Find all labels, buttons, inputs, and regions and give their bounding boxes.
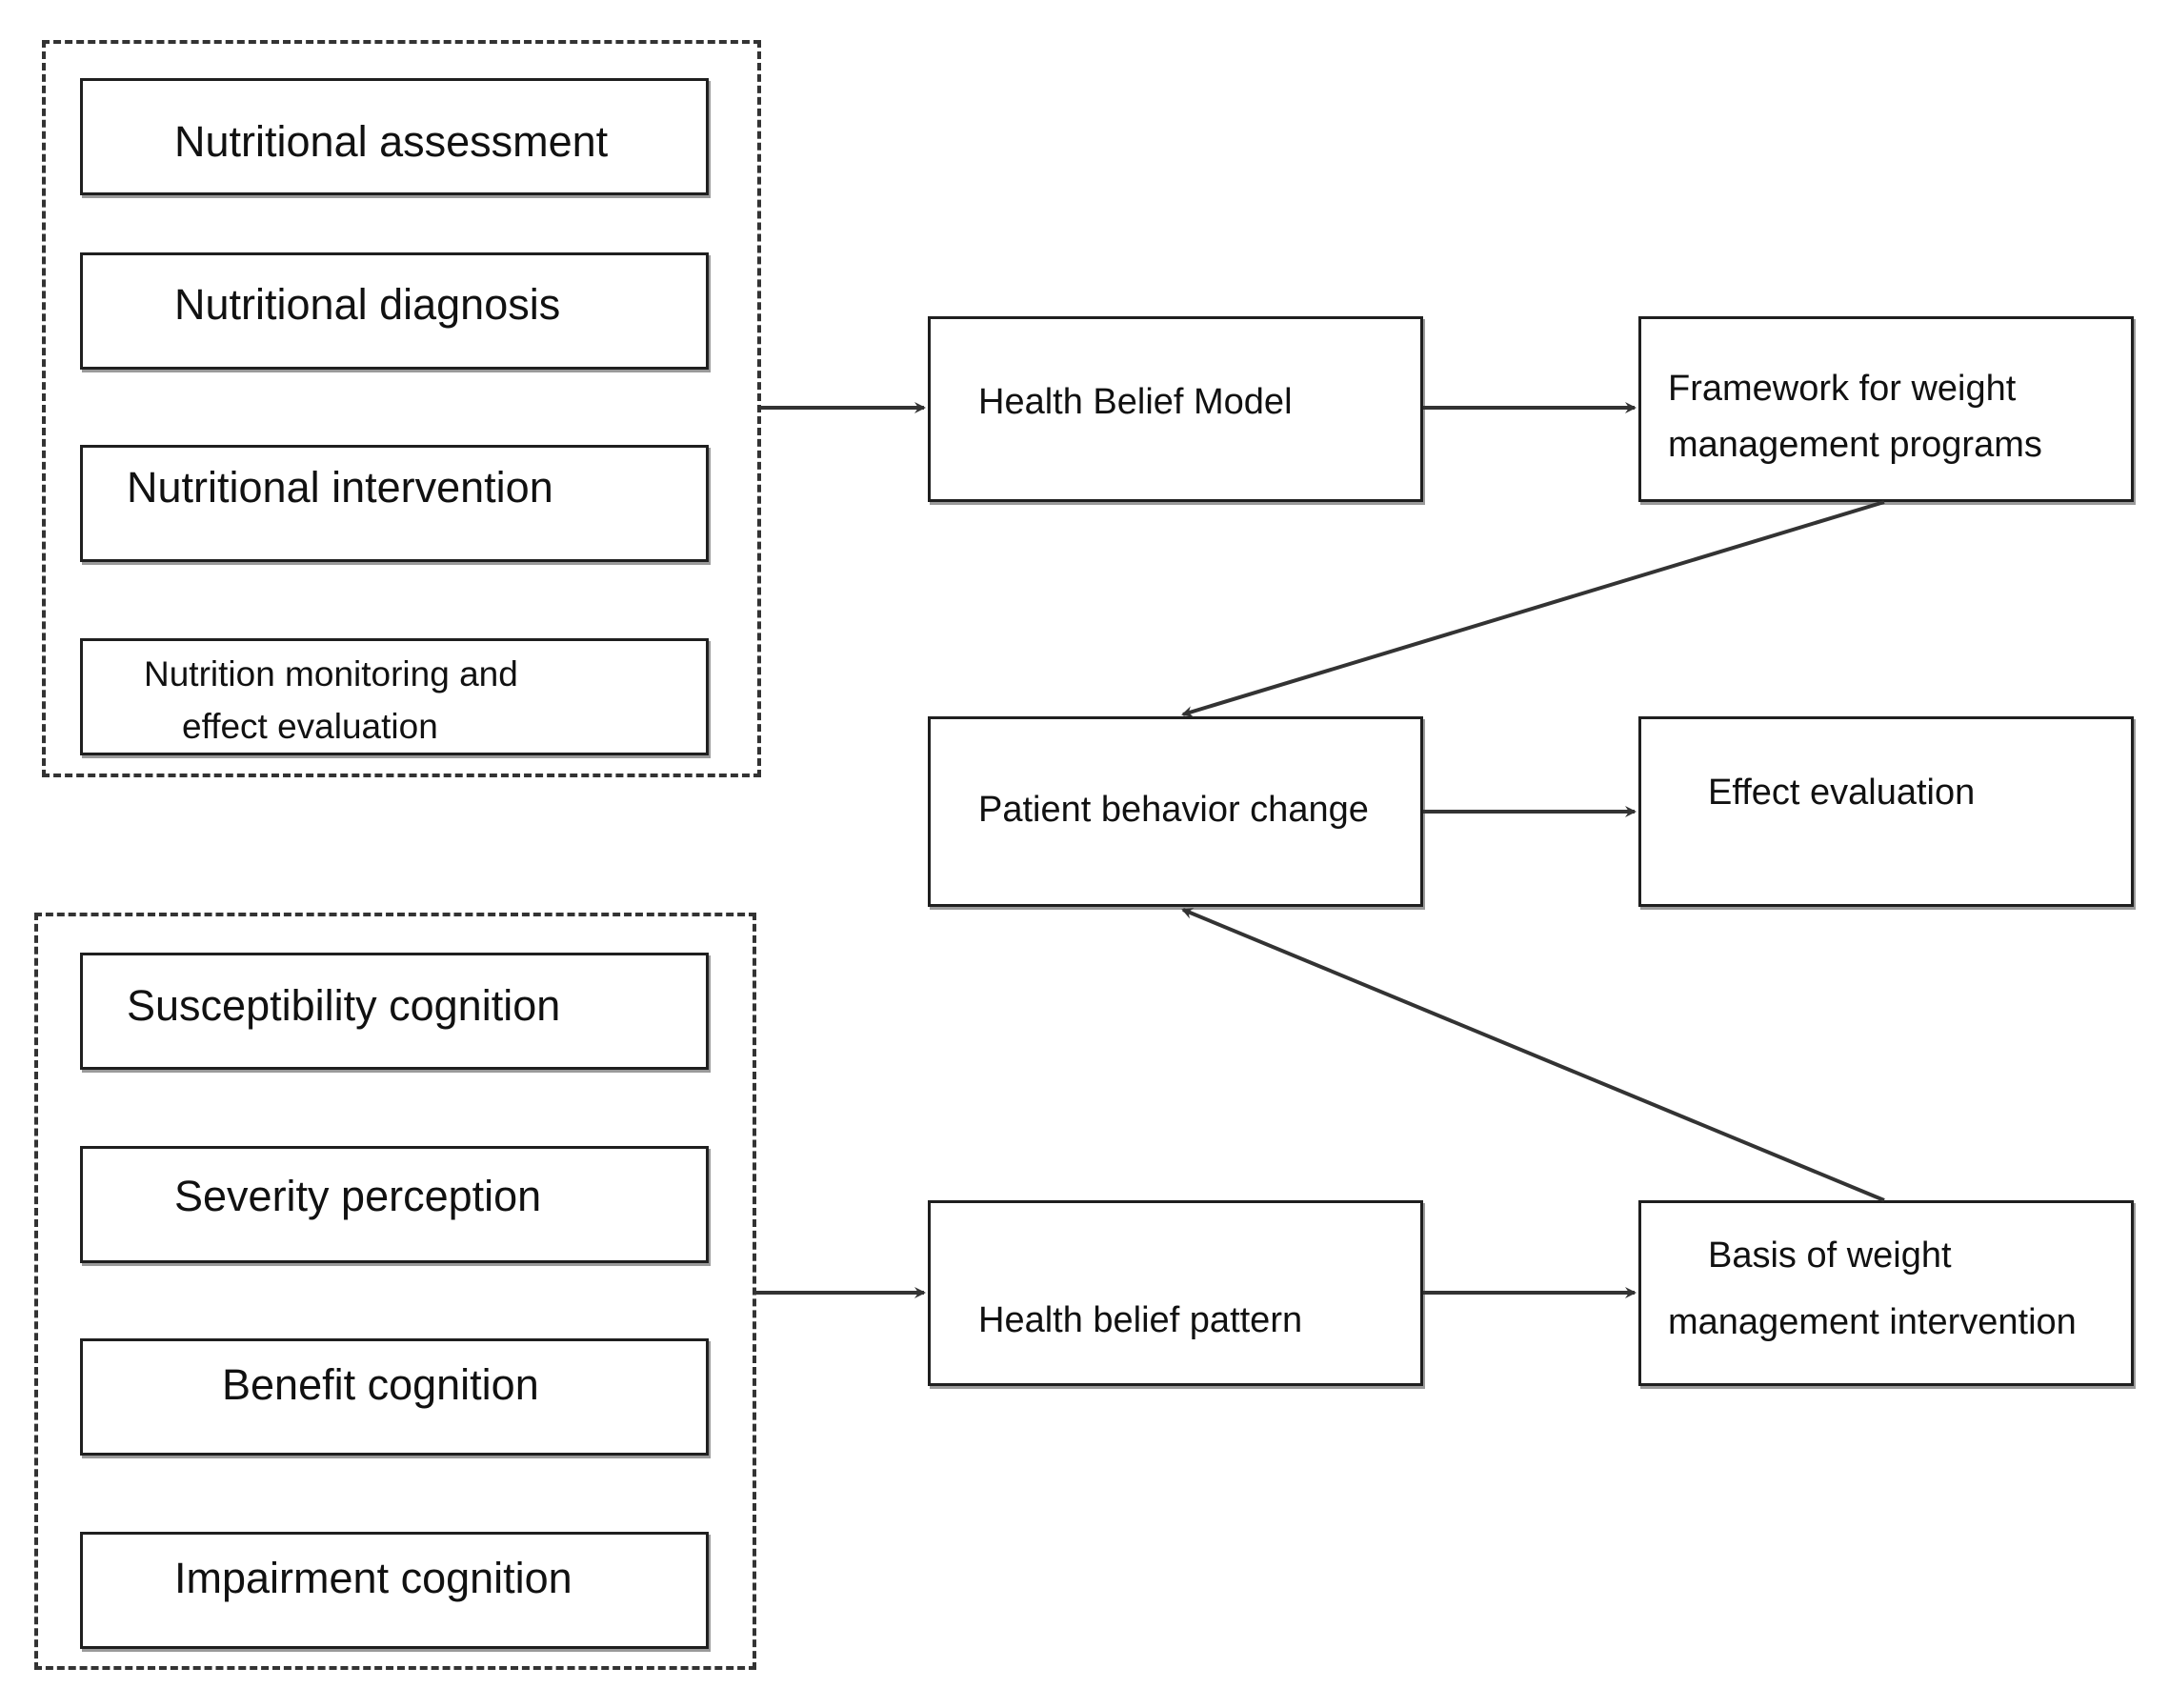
benefit-cognition-box: Benefit cognition <box>80 1338 709 1456</box>
health-belief-model-box: Health Belief Model <box>928 316 1423 502</box>
benefit-cognition-label: Benefit cognition <box>222 1360 539 1409</box>
nutritional-diagnosis-label: Nutritional diagnosis <box>174 280 561 329</box>
framework-label-line1: Framework for weight <box>1668 369 2017 409</box>
framework-label-line2: management programs <box>1668 425 2042 465</box>
susceptibility-cognition-label: Susceptibility cognition <box>127 981 561 1030</box>
arrow-basis-to-behavior <box>1181 908 1885 1202</box>
nutritional-assessment-label: Nutritional assessment <box>174 117 609 166</box>
susceptibility-cognition-box: Susceptibility cognition <box>80 953 709 1070</box>
health-belief-pattern-label: Health belief pattern <box>978 1300 1303 1340</box>
framework-weight-management-box: Framework for weight management programs <box>1638 316 2134 502</box>
health-belief-pattern-box: Health belief pattern <box>928 1200 1423 1386</box>
nutrition-process-group <box>42 40 761 777</box>
arrow-framework-to-behavior <box>1181 500 1885 717</box>
patient-behavior-change-box: Patient behavior change <box>928 716 1423 907</box>
impairment-cognition-label: Impairment cognition <box>174 1554 572 1602</box>
nutritional-assessment-box: Nutritional assessment <box>80 78 709 195</box>
health-belief-model-label: Health Belief Model <box>978 382 1293 422</box>
basis-weight-management-box: Basis of weight management intervention <box>1638 1200 2134 1386</box>
nutritional-intervention-box: Nutritional intervention <box>80 445 709 562</box>
patient-behavior-change-label: Patient behavior change <box>978 790 1369 830</box>
severity-perception-label: Severity perception <box>174 1172 542 1220</box>
basis-label-line1: Basis of weight <box>1708 1236 1952 1276</box>
effect-evaluation-label: Effect evaluation <box>1708 773 1976 813</box>
effect-evaluation-box: Effect evaluation <box>1638 716 2134 907</box>
nutrition-monitoring-box: Nutrition monitoring and effect evaluati… <box>80 638 709 755</box>
nutritional-intervention-label: Nutritional intervention <box>127 463 553 512</box>
health-belief-dimensions-group <box>34 913 756 1670</box>
nutritional-diagnosis-box: Nutritional diagnosis <box>80 252 709 370</box>
basis-label-line2: management intervention <box>1668 1302 2077 1342</box>
nutrition-monitoring-label-line1: Nutrition monitoring and <box>144 654 518 693</box>
impairment-cognition-box: Impairment cognition <box>80 1532 709 1649</box>
severity-perception-box: Severity perception <box>80 1146 709 1263</box>
nutrition-monitoring-label-line2: effect evaluation <box>182 707 438 746</box>
